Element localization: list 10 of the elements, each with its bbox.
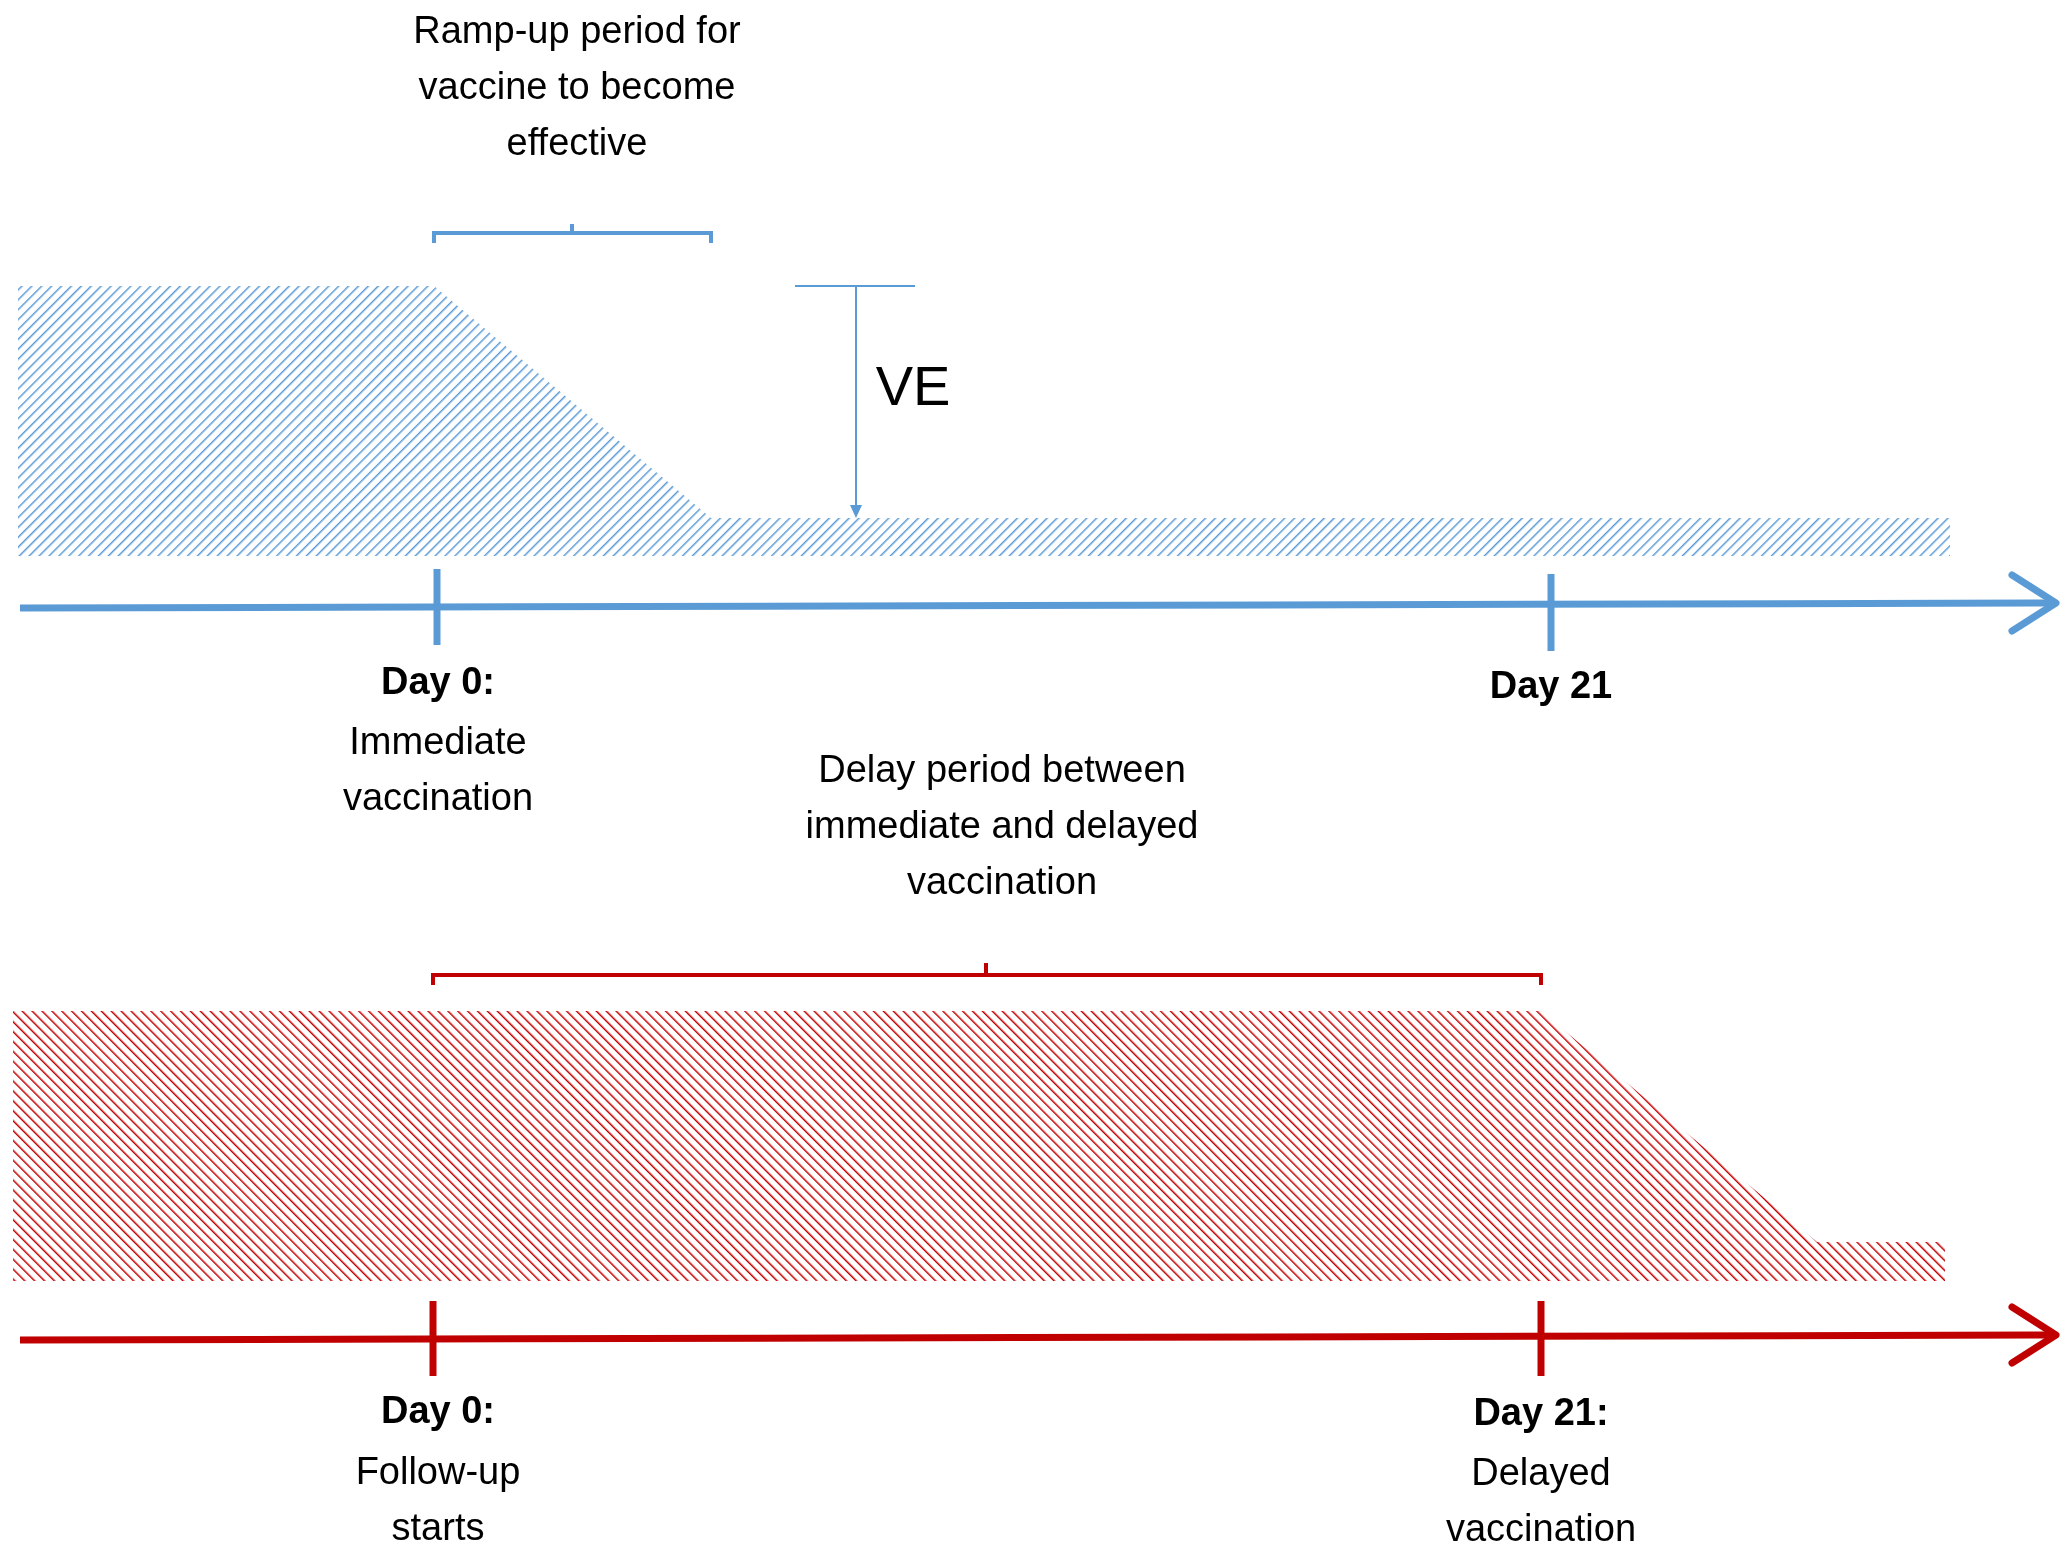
day-label: Day 0: xyxy=(379,1388,497,1433)
annotation-text: Ramp-up period for vaccine to become effective xyxy=(412,8,742,165)
day-label: Day 0: xyxy=(379,659,497,704)
event-label: Immediate vaccination xyxy=(341,719,535,820)
day-label: Day 21: xyxy=(1472,1390,1610,1435)
measure-label: VE xyxy=(874,353,952,419)
annotation-text: Delay period between immediate and delayed vaccination xyxy=(804,747,1200,904)
day-label: Day 21 xyxy=(1488,663,1614,708)
event-label: Follow-up starts xyxy=(354,1449,522,1550)
event-label: Delayed vaccination xyxy=(1444,1450,1638,1551)
